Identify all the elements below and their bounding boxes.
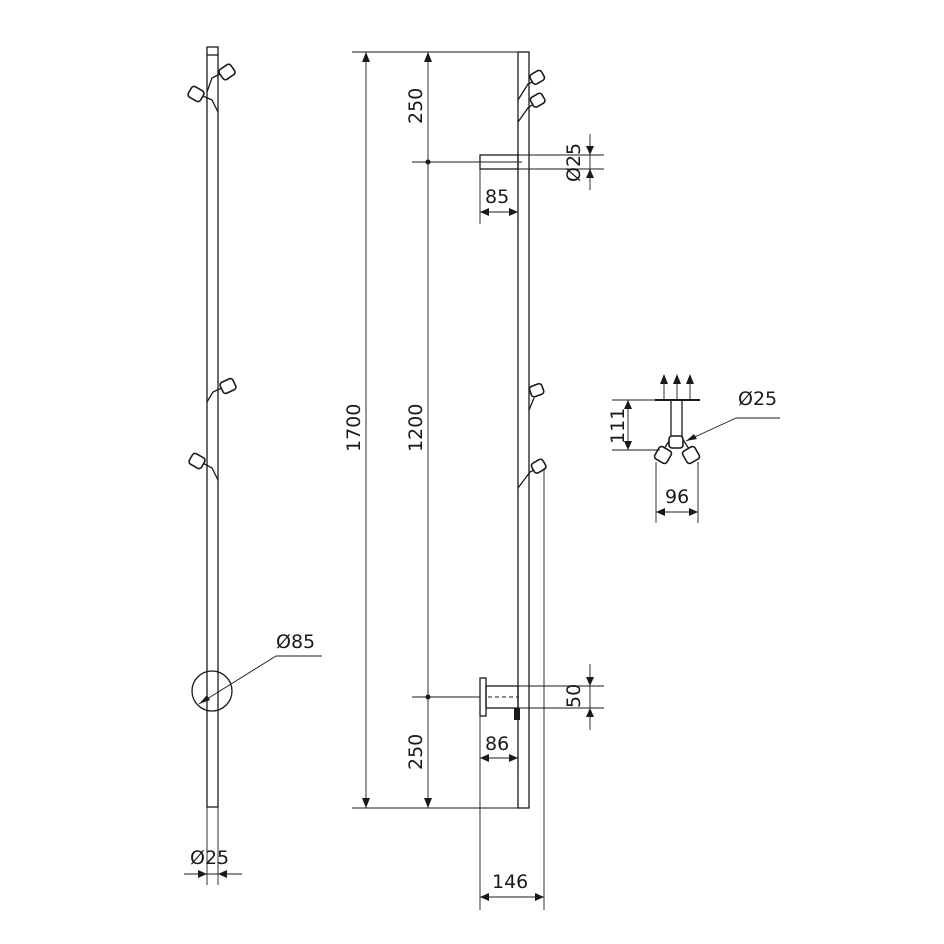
hook-spacing-label: 1200 [405,404,427,452]
front-pole [206,46,219,808]
top-bracket: 85 Ø25 [479,134,604,224]
side-view: 1700 250 1200 250 85 Ø25 [343,51,604,910]
hook-spread-label: 96 [665,486,689,508]
side-pole [517,51,530,809]
front-hook-middle [206,377,237,403]
bottom-bracket-length-label: 86 [485,733,509,755]
side-hooks [517,69,547,489]
front-hook-pair-top [187,63,236,113]
hook-diameter-label: Ø25 [738,388,777,410]
front-base-circle [191,670,233,712]
bottom-offset-label: 250 [405,734,427,770]
top-bracket-length-label: 85 [485,186,509,208]
hook-detail-view: 111 Ø25 96 [607,374,780,523]
total-height-label: 1700 [343,404,365,452]
front-hook-lower [188,452,219,481]
base-diameter-label: Ø85 [276,631,315,653]
hook-height-label: 111 [607,408,629,444]
pole-diameter-label: Ø25 [190,847,229,869]
bottom-bracket-height-label: 50 [563,684,585,708]
front-view: Ø85 Ø25 [184,46,322,885]
top-bracket-diameter-label: Ø25 [563,143,585,182]
top-offset-label: 250 [405,88,427,124]
overall-depth-label: 146 [492,871,528,893]
bottom-bracket: 50 86 [479,664,604,770]
